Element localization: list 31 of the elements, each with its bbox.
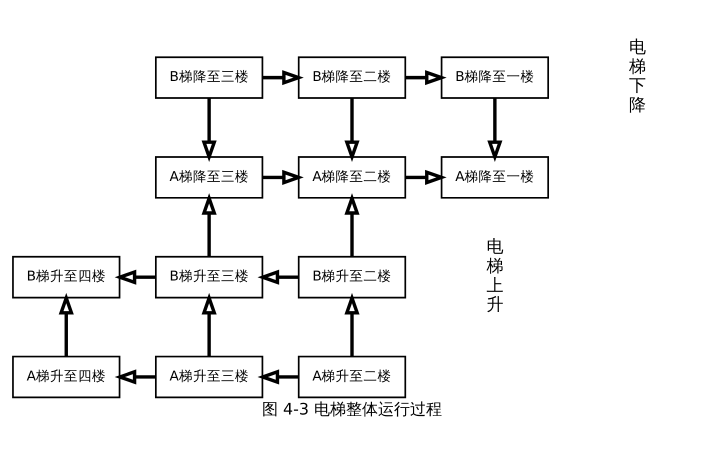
arrow (344, 193, 360, 257)
node-box: A梯降至二楼 (298, 156, 406, 199)
node-box: B梯降至二楼 (298, 56, 406, 99)
arrow (262, 70, 304, 86)
arrow (202, 98, 217, 162)
node-box: B梯升至三楼 (154, 256, 264, 298)
arrow (487, 98, 502, 162)
arrow (202, 193, 217, 257)
label: 电梯上升 (486, 237, 504, 316)
arrow (262, 170, 304, 185)
arrow (114, 270, 156, 285)
arrow (202, 292, 217, 356)
arrow (114, 369, 156, 385)
node-box: A梯升至四楼 (12, 356, 120, 398)
node-box: A梯降至一楼 (440, 156, 550, 199)
arrow (344, 292, 360, 356)
node-box: B梯降至一楼 (440, 56, 550, 99)
arrow (344, 98, 360, 162)
arrow (258, 369, 299, 385)
node-box: B梯升至二楼 (298, 256, 406, 298)
arrow (406, 170, 447, 185)
node-box: A梯升至三楼 (154, 356, 264, 398)
node-box: A梯升至二楼 (298, 356, 406, 398)
arrow (58, 292, 74, 356)
arrow (406, 70, 447, 86)
node-box: A梯降至三楼 (154, 156, 264, 199)
node-box: B梯升至四楼 (12, 256, 120, 298)
node-box: B梯降至三楼 (154, 56, 264, 99)
label: 电梯下降 (629, 38, 646, 116)
caption: 图 4-3 电梯整体运行过程 (262, 400, 442, 419)
arrow (258, 270, 299, 285)
